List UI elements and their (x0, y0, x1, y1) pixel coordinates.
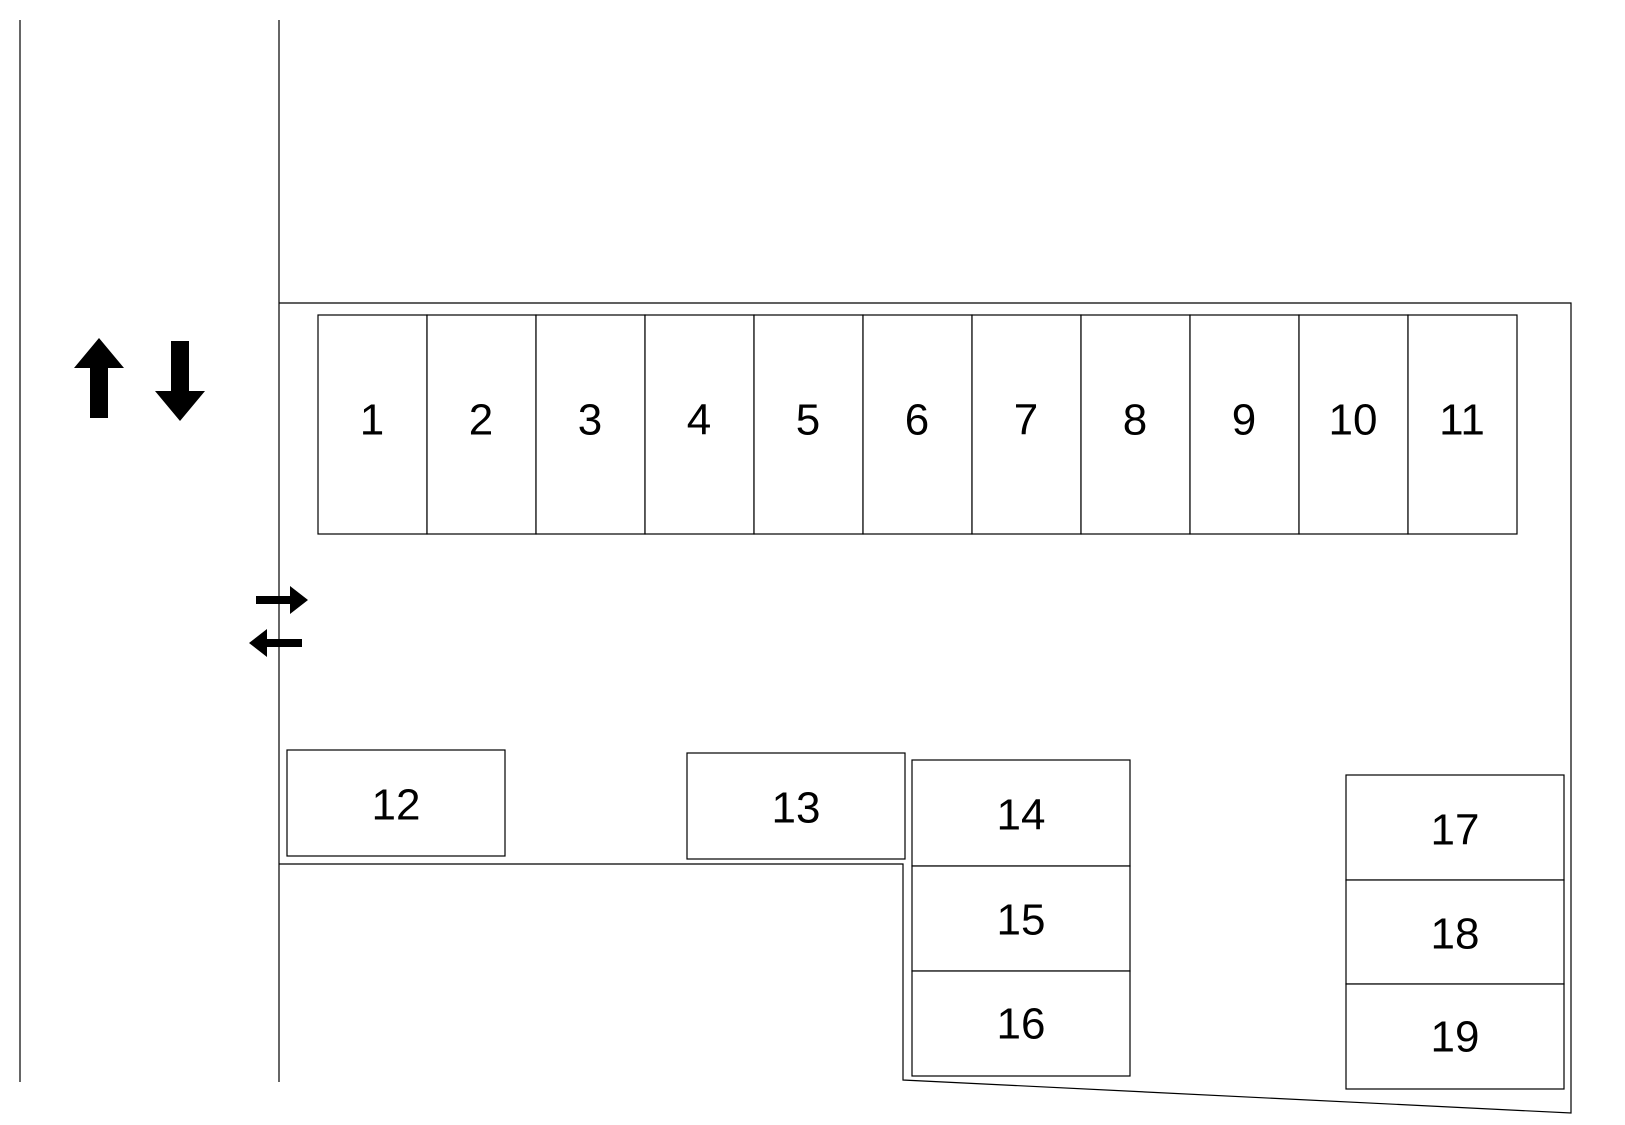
space-label-18: 18 (1431, 910, 1480, 959)
space-label-14: 14 (997, 791, 1046, 840)
arrow-up-icon (74, 338, 124, 418)
parking-space-3 (535, 314, 646, 535)
space-label-13: 13 (772, 784, 821, 833)
parking-space-2 (426, 314, 537, 535)
parking-space-18 (1345, 879, 1565, 985)
space-label-5: 5 (796, 396, 820, 445)
parking-space-11 (1407, 314, 1518, 535)
space-label-1: 1 (360, 396, 384, 445)
lot-boundary (279, 302, 1572, 1114)
parking-space-4 (644, 314, 755, 535)
parking-space-12 (286, 749, 506, 857)
space-label-11: 11 (1439, 396, 1485, 445)
arrow-down-icon (155, 341, 205, 421)
space-label-8: 8 (1123, 396, 1147, 445)
parking-space-19 (1345, 983, 1565, 1090)
space-label-4: 4 (687, 396, 711, 445)
parking-space-16 (911, 970, 1131, 1077)
space-label-16: 16 (997, 1000, 1046, 1049)
space-label-15: 15 (997, 896, 1046, 945)
space-label-3: 3 (578, 396, 602, 445)
parking-space-10 (1298, 314, 1409, 535)
space-label-6: 6 (905, 396, 929, 445)
space-label-2: 2 (469, 396, 493, 445)
parking-space-6 (862, 314, 973, 535)
parking-space-14 (911, 759, 1131, 867)
parking-space-7 (971, 314, 1082, 535)
parking-space-5 (753, 314, 864, 535)
space-label-10: 10 (1329, 396, 1378, 445)
space-label-7: 7 (1014, 396, 1038, 445)
parking-space-1 (317, 314, 428, 535)
parking-space-17 (1345, 774, 1565, 881)
space-label-12: 12 (372, 781, 421, 830)
space-label-19: 19 (1431, 1013, 1480, 1062)
parking-space-9 (1189, 314, 1300, 535)
parking-space-15 (911, 865, 1131, 972)
space-label-17: 17 (1431, 806, 1480, 855)
parking-space-13 (686, 752, 906, 860)
two-way-entrance-arrows-icon (249, 586, 308, 657)
space-label-9: 9 (1232, 396, 1256, 445)
